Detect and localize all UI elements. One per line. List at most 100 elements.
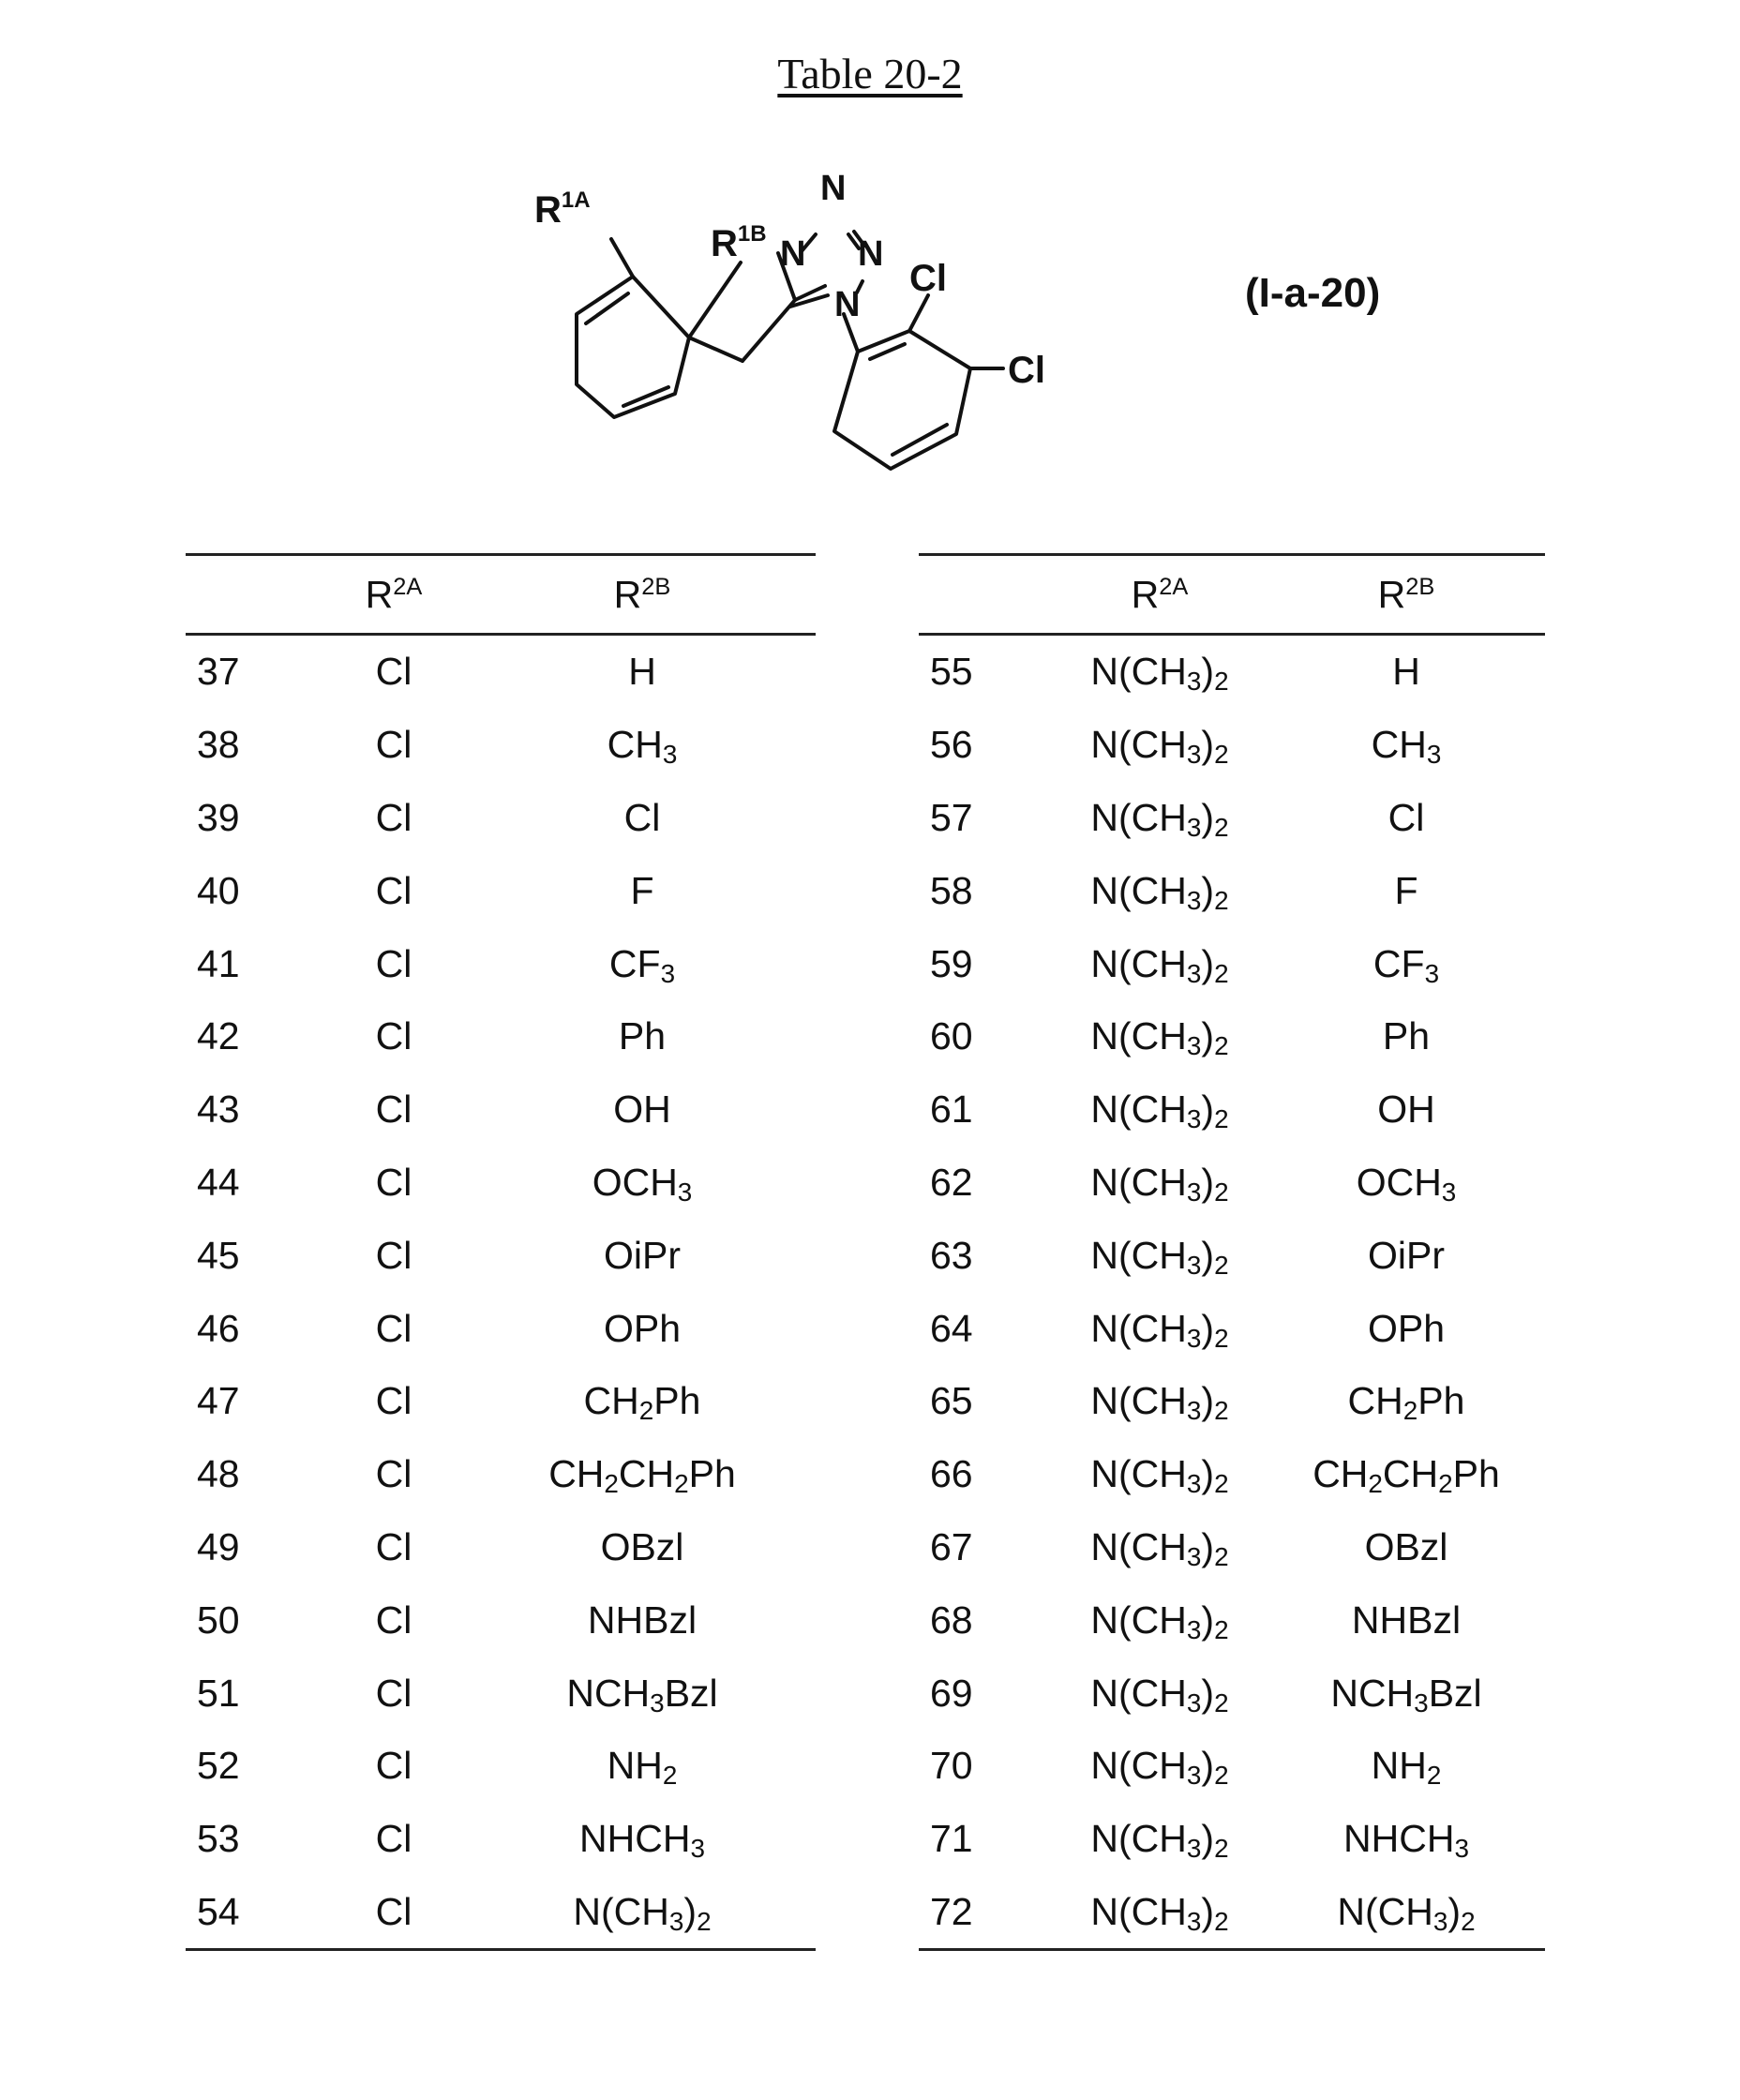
entry-number: 63 (919, 1219, 1052, 1292)
r2a-value: N(CH3)2 (1052, 854, 1268, 927)
r2a-value: N(CH3)2 (1052, 1292, 1268, 1365)
entry-number: 39 (186, 782, 319, 855)
table-row: 53ClNHCH3 (186, 1803, 816, 1876)
header-entry (186, 555, 319, 635)
r2b-value: CH2CH2Ph (1268, 1438, 1545, 1511)
r2a-value: N(CH3)2 (1052, 1876, 1268, 1950)
tetrazole-n4: N (834, 285, 860, 324)
table-row: 60N(CH3)2Ph (919, 1000, 1545, 1073)
table-row: 38ClCH3 (186, 709, 816, 782)
entry-number: 54 (186, 1876, 319, 1950)
table-row: 48ClCH2CH2Ph (186, 1438, 816, 1511)
r2b-value: OiPr (1268, 1219, 1545, 1292)
r2b-value: H (1268, 635, 1545, 709)
entry-number: 55 (919, 635, 1052, 709)
table-row: 39ClCl (186, 782, 816, 855)
table-row: 71N(CH3)2NHCH3 (919, 1803, 1545, 1876)
r2b-value: NH2 (469, 1730, 816, 1803)
r2b-value: CH3 (1268, 709, 1545, 782)
header-entry (919, 555, 1052, 635)
r2a-value: N(CH3)2 (1052, 1365, 1268, 1438)
r2a-value: N(CH3)2 (1052, 1657, 1268, 1730)
entry-number: 71 (919, 1803, 1052, 1876)
r2b-value: F (1268, 854, 1545, 927)
entry-number: 60 (919, 1000, 1052, 1073)
r1a-label: R1A (534, 188, 591, 231)
r2b-value: Ph (469, 1000, 816, 1073)
entry-number: 64 (919, 1292, 1052, 1365)
r2b-value: NHCH3 (469, 1803, 816, 1876)
r2a-value: Cl (319, 782, 469, 855)
entry-number: 42 (186, 1000, 319, 1073)
table-row: 56N(CH3)2CH3 (919, 709, 1545, 782)
r2a-value: Cl (319, 1365, 469, 1438)
r2a-value: N(CH3)2 (1052, 1730, 1268, 1803)
r2a-value: Cl (319, 1511, 469, 1584)
entry-number: 68 (919, 1583, 1052, 1657)
r2b-value: N(CH3)2 (469, 1876, 816, 1950)
r2b-value: OBzl (1268, 1511, 1545, 1584)
r2a-value: N(CH3)2 (1052, 1438, 1268, 1511)
r2a-value: Cl (319, 1657, 469, 1730)
r1b-label: R1B (711, 221, 767, 264)
entry-number: 48 (186, 1438, 319, 1511)
r2a-value: N(CH3)2 (1052, 1219, 1268, 1292)
compound-label: (I-a-20) (1245, 270, 1380, 316)
r2a-value: Cl (319, 1803, 469, 1876)
table-row: 69N(CH3)2NCH3Bzl (919, 1657, 1545, 1730)
r2a-value: N(CH3)2 (1052, 1583, 1268, 1657)
r2b-value: OBzl (469, 1511, 816, 1584)
entry-number: 70 (919, 1730, 1052, 1803)
entry-number: 66 (919, 1438, 1052, 1511)
r2b-value: F (469, 854, 816, 927)
entry-number: 38 (186, 709, 319, 782)
tetrazole-n2: N (820, 169, 846, 208)
header-r2a: R2A (1052, 555, 1268, 635)
entry-number: 56 (919, 709, 1052, 782)
table-row: 52ClNH2 (186, 1730, 816, 1803)
entry-number: 37 (186, 635, 319, 709)
r2a-value: Cl (319, 854, 469, 927)
r2b-value: OH (469, 1073, 816, 1147)
table-row: 65N(CH3)2CH2Ph (919, 1365, 1545, 1438)
table-row: 66N(CH3)2CH2CH2Ph (919, 1438, 1545, 1511)
table-row: 50ClNHBzl (186, 1583, 816, 1657)
table-row: 59N(CH3)2CF3 (919, 927, 1545, 1000)
r2a-value: N(CH3)2 (1052, 1511, 1268, 1584)
table-row: 58N(CH3)2F (919, 854, 1545, 927)
r2b-value: CH3 (469, 709, 816, 782)
entry-number: 69 (919, 1657, 1052, 1730)
table-body: 37ClH38ClCH339ClCl40ClF41ClCF342ClPh43Cl… (186, 635, 816, 1950)
table-row: 55N(CH3)2H (919, 635, 1545, 709)
table-row: 49ClOBzl (186, 1511, 816, 1584)
r2b-value: CF3 (1268, 927, 1545, 1000)
entry-number: 61 (919, 1073, 1052, 1147)
table-header: R2AR2B (919, 555, 1545, 635)
entry-number: 40 (186, 854, 319, 927)
substituent-table-right: R2AR2B 55N(CH3)2H56N(CH3)2CH357N(CH3)2Cl… (919, 553, 1545, 1951)
r2a-value: Cl (319, 1147, 469, 1220)
table-row: 68N(CH3)2NHBzl (919, 1583, 1545, 1657)
r2b-value: CH2Ph (1268, 1365, 1545, 1438)
table-body: 55N(CH3)2H56N(CH3)2CH357N(CH3)2Cl58N(CH3… (919, 635, 1545, 1950)
r2a-value: N(CH3)2 (1052, 1073, 1268, 1147)
entry-number: 46 (186, 1292, 319, 1365)
r2b-value: OiPr (469, 1219, 816, 1292)
header-row: R2AR2B (919, 555, 1545, 635)
r2a-value: N(CH3)2 (1052, 1000, 1268, 1073)
table-row: 40ClF (186, 854, 816, 927)
table-title: Table 20-2 (0, 49, 1740, 98)
entry-number: 58 (919, 854, 1052, 927)
r2b-value: NCH3Bzl (1268, 1657, 1545, 1730)
entry-number: 41 (186, 927, 319, 1000)
header-r2a: R2A (319, 555, 469, 635)
r2a-value: Cl (319, 927, 469, 1000)
entry-number: 57 (919, 782, 1052, 855)
tetrazole-n3: N (858, 234, 883, 274)
r2b-value: Cl (469, 782, 816, 855)
entry-number: 72 (919, 1876, 1052, 1950)
r2b-value: NHCH3 (1268, 1803, 1545, 1876)
table-row: 51ClNCH3Bzl (186, 1657, 816, 1730)
table-row: 37ClH (186, 635, 816, 709)
header-row: R2AR2B (186, 555, 816, 635)
